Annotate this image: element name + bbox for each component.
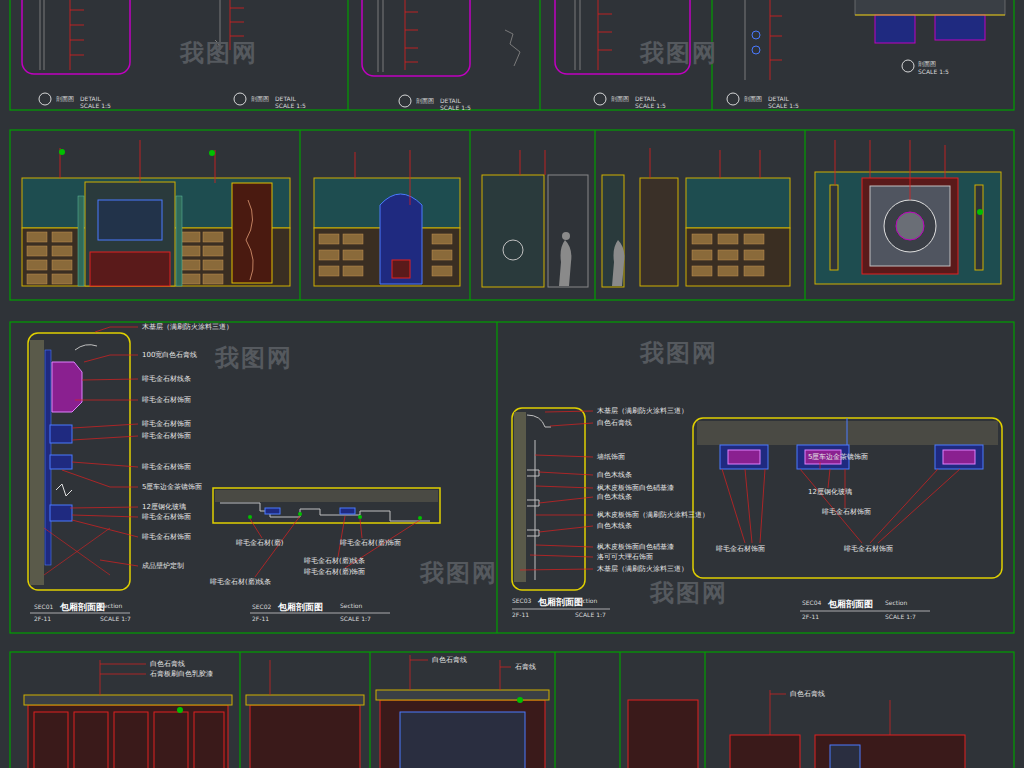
title-tag: 剖面图 [416,97,434,104]
title-tag: SCALE 1:7 [340,615,371,622]
title-tag: SCALE 1:5 [80,102,111,109]
title-tag: SCALE 1:7 [575,611,606,618]
watermark: 我图网 [640,340,718,366]
material-note: 啡毛金石材线条 [142,375,191,383]
material-note: 100宽白色石膏线 [142,351,197,359]
title-tag: SCALE 1:5 [440,104,471,111]
watermark: 我图网 [180,40,258,66]
material-note: 白色木线条 [597,471,632,479]
material-note: 啡毛金石材饰面 [142,396,191,404]
watermark: 我图网 [215,345,293,371]
title-tag: SEC03 [512,597,531,604]
title-tag: 剖面图 [56,95,74,102]
title-tag: SCALE 1:5 [275,102,306,109]
material-note: 啡毛金石材饰面 [716,545,765,553]
material-note: 白色木线条 [597,493,632,501]
material-note: 啡毛金石材(磨)线条 [210,578,271,586]
material-note: 啡毛金石材饰面 [142,432,191,440]
watermark: 我图网 [420,560,498,586]
title-tag: SCALE 1:5 [918,68,949,75]
material-note: 白色石膏线 [790,690,825,698]
title-tag: SCALE 1:7 [100,615,131,622]
material-note: 白色石膏线 [150,660,185,668]
title-tag: SEC01 [34,603,53,610]
material-note: 枫木皮板饰面（满刷防火涂料三道） [597,511,709,519]
title-tag: 2F-11 [34,615,51,622]
material-note: 啡毛金石材(磨)饰面 [340,539,401,547]
title-tag: Section [340,602,362,609]
title-tag: 剖面图 [918,60,936,67]
material-note: 白色石膏线 [432,656,467,664]
title-tag: SCALE 1:7 [885,613,916,620]
material-note: 木基层（满刷防火涂料三道） [597,565,688,573]
material-note: 5厘车边金茶镜饰面 [142,483,202,491]
title-tag: 剖面图 [611,95,629,102]
material-note: 啡毛金石材(磨)线条 [304,557,365,565]
title-tag: Section [885,599,907,606]
title-tag: 剖面图 [251,95,269,102]
material-note: 啡毛金石材饰面 [844,545,893,553]
material-note: 石膏线 [515,663,536,671]
title-tag: 2F-11 [512,611,529,618]
title-tag: Section [100,602,122,609]
material-note: 啡毛金石材饰面 [142,420,191,428]
title-tag: SCALE 1:5 [768,102,799,109]
section-title: 包厢剖面图 [828,599,873,609]
material-note: 枫木皮板饰面白色硝基漆 [597,543,674,551]
title-tag: Section [575,597,597,604]
section-title: 包厢剖面图 [60,602,105,612]
title-tag: DETAIL [80,95,101,102]
material-note: 成品壁炉定制 [142,562,184,570]
title-tag: DETAIL [635,95,656,102]
title-tag: 2F-11 [252,615,269,622]
material-note: 墙纸饰面 [597,453,625,461]
title-tag: SCALE 1:5 [635,102,666,109]
material-note: 啡毛金石材饰面 [142,463,191,471]
material-note: 啡毛金石材(磨) [236,539,283,547]
material-note: 啡毛金石材饰面 [142,513,191,521]
title-tag: DETAIL [440,97,461,104]
material-note: 白色木线条 [597,522,632,530]
material-note: 啡毛金石材饰面 [142,533,191,541]
title-tag: 2F-11 [802,613,819,620]
title-tag: SEC04 [802,599,821,606]
material-note: 12厘钢化玻璃 [808,488,852,496]
watermark: 我图网 [640,40,718,66]
title-tag: 剖面图 [744,95,762,102]
material-note: 石膏板刷白色乳胶漆 [150,670,213,678]
material-note: 啡毛金石材(磨)饰面 [304,568,365,576]
material-note: 洛可可大理石饰面 [597,553,653,561]
title-tag: SEC02 [252,603,271,610]
material-note: 啡毛金石材饰面 [822,508,871,516]
section-title: 包厢剖面图 [278,602,323,612]
title-tag: DETAIL [768,95,789,102]
material-note: 枫木皮板饰面白色硝基漆 [597,484,674,492]
material-note: 12厘钢化玻璃 [142,503,186,511]
material-note: 白色石膏线 [597,419,632,427]
material-note: 5厘车边金茶镜饰面 [808,453,868,461]
title-tag: DETAIL [275,95,296,102]
material-note: 木基层（满刷防火涂料三道） [597,407,688,415]
watermark: 我图网 [650,580,728,606]
material-note: 木基层（满刷防火涂料三道） [142,323,233,331]
